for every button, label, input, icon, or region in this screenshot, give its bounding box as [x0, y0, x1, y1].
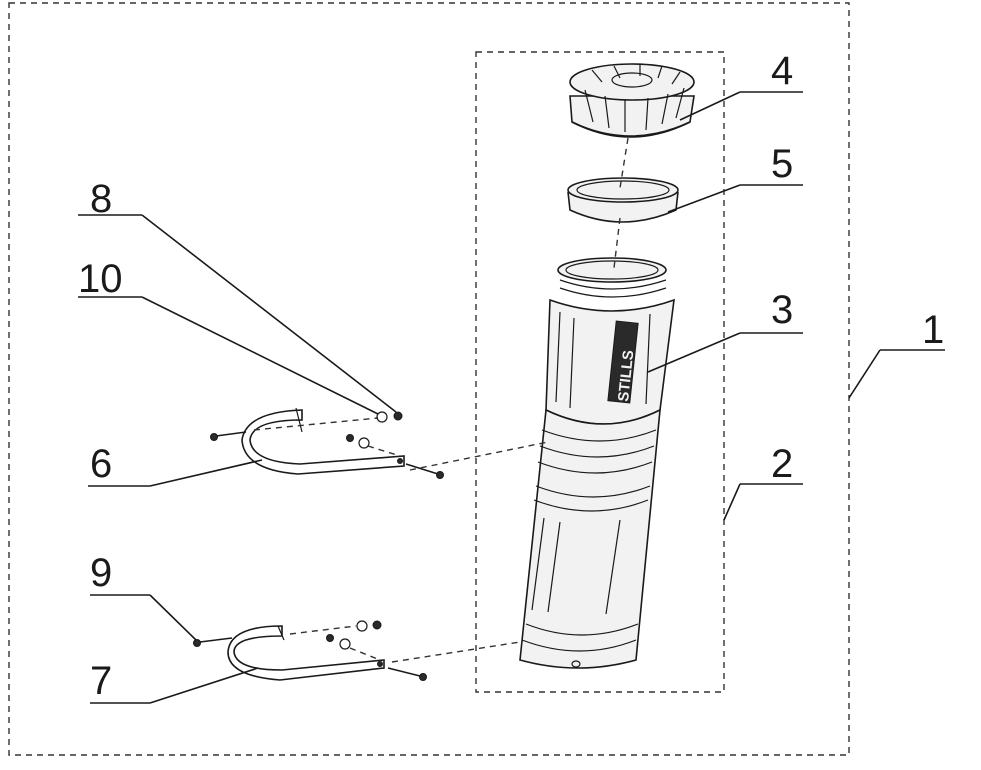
callout-7: 7	[90, 659, 112, 703]
lower-fasteners	[193, 620, 521, 681]
axis-line-ring	[613, 217, 621, 269]
callout-3: 3	[771, 288, 793, 332]
assembly-boundary-outer	[8, 2, 850, 756]
callout-10: 10	[78, 257, 123, 301]
callout-5: 5	[771, 142, 793, 186]
part-lower-body	[519, 408, 661, 669]
axis-line-cap	[619, 137, 629, 189]
callout-4: 4	[771, 49, 793, 93]
callout-2: 2	[771, 442, 793, 486]
callout-8: 8	[90, 177, 112, 221]
part-seal-ring	[567, 177, 679, 223]
callout-leaders	[78, 91, 945, 704]
body-lettering: STILLS	[615, 349, 637, 402]
callout-9: 9	[90, 551, 112, 595]
assembly-boundary-inner	[475, 51, 725, 693]
upper-fasteners	[210, 411, 549, 479]
part-upper-strap	[241, 407, 405, 475]
callout-6: 6	[90, 442, 112, 486]
part-lower-strap	[227, 625, 385, 681]
part-upper-body: STILLS	[545, 257, 675, 425]
part-cap	[569, 63, 695, 138]
callout-1: 1	[922, 308, 944, 352]
